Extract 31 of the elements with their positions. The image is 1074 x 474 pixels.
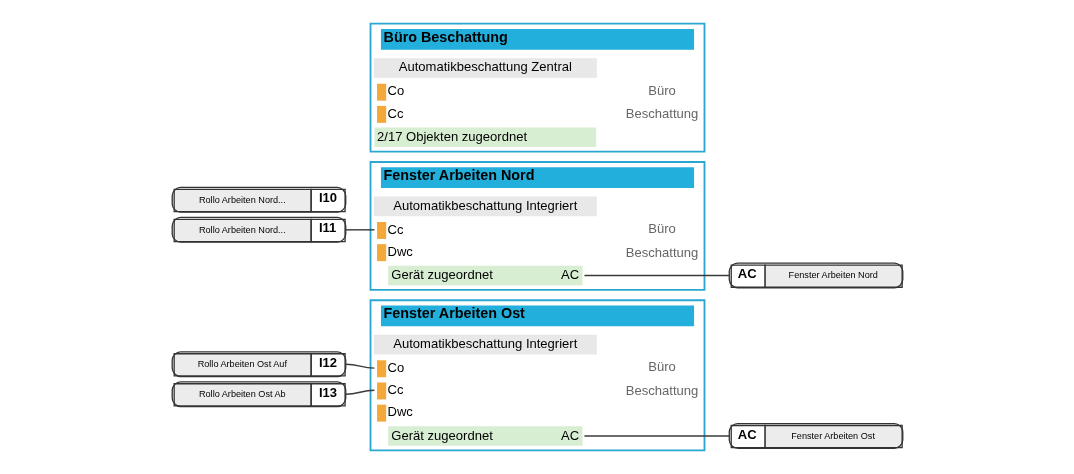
node-label: Co — [386, 83, 404, 99]
node-box — [376, 404, 386, 422]
connector — [344, 363, 375, 369]
node-box: Gerät zugeordnet AC — [387, 426, 582, 446]
node-label: Cc — [386, 105, 403, 121]
node-label: Cc — [386, 221, 403, 237]
label: Büro — [647, 221, 676, 237]
node-label: Co — [386, 360, 404, 376]
node-label: Cc — [386, 382, 403, 398]
connector — [583, 435, 730, 437]
connector — [344, 229, 375, 231]
node-box: Gerät zugeordnet AC — [387, 265, 582, 286]
label: Beschattung — [625, 244, 698, 260]
node-box — [376, 360, 386, 378]
node-label: Dwc — [386, 243, 413, 259]
label: Büro — [647, 82, 676, 98]
node-box — [376, 382, 386, 400]
node-box: 2/17 Objekten zugeordnet — [373, 127, 596, 147]
label: Büro — [647, 359, 676, 375]
node-box — [376, 244, 386, 262]
node-box — [376, 222, 386, 239]
label: Beschattung — [625, 382, 698, 398]
node-box — [376, 83, 386, 101]
node-box: Automatikbeschattung Integriert — [373, 196, 597, 217]
node-box: Automatikbeschattung Integriert — [373, 334, 597, 355]
label: Beschattung — [625, 106, 698, 122]
node-label: Dwc — [386, 404, 413, 420]
connector — [344, 389, 375, 395]
node-box: Automatikbeschattung Zentral — [373, 58, 597, 78]
connector — [583, 274, 730, 277]
node-box — [376, 105, 386, 123]
